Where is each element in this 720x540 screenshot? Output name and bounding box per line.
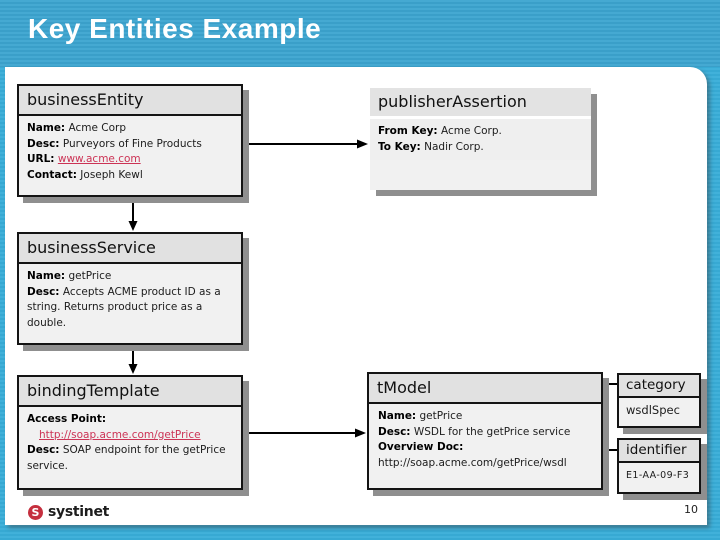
box-business-entity-title: businessEntity bbox=[19, 86, 241, 116]
field-contact: Contact: Joseph Kewl bbox=[27, 168, 143, 181]
field-overview-doc-url: http://soap.acme.com/getPrice/wsdl bbox=[378, 456, 567, 469]
field-desc: Desc: WSDL for the getPrice service bbox=[378, 425, 571, 438]
systinet-logo-icon: S bbox=[28, 504, 43, 520]
box-category-value: wsdlSpec bbox=[626, 403, 680, 417]
box-binding-template-title: bindingTemplate bbox=[19, 377, 241, 407]
arrowhead-right-icon bbox=[355, 428, 366, 438]
box-binding-template: bindingTemplate Access Point: http://soa… bbox=[17, 375, 243, 490]
box-identifier-value: E1-AA-09-F3 bbox=[626, 470, 690, 481]
box-tmodel-title: tModel bbox=[369, 374, 601, 404]
field-name: Name: getPrice bbox=[378, 410, 463, 422]
page-number: 10 bbox=[684, 503, 698, 516]
box-business-service: businessService Name: getPrice Desc: Acc… bbox=[17, 232, 243, 345]
box-publisher-assertion-title: publisherAssertion bbox=[370, 88, 591, 119]
box-identifier-title: identifier bbox=[619, 440, 699, 463]
box-category: category wsdlSpec bbox=[617, 373, 701, 428]
soap-endpoint-link[interactable]: http://soap.acme.com/getPrice bbox=[39, 428, 201, 441]
systinet-logo-text: systinet bbox=[48, 504, 110, 520]
box-category-title: category bbox=[619, 375, 699, 398]
box-business-service-body: Name: getPrice Desc: Accepts ACME produc… bbox=[19, 264, 241, 336]
field-name: Name: Acme Corp bbox=[27, 122, 127, 134]
box-publisher-assertion-body: From Key: Acme Corp. To Key: Nadir Corp. bbox=[370, 119, 591, 160]
box-business-entity-body: Name: Acme Corp Desc: Purveyors of Fine … bbox=[19, 116, 241, 188]
slide-header-band: Key Entities Example bbox=[0, 0, 720, 67]
arrowhead-down-icon bbox=[128, 364, 138, 374]
field-overview-doc-label: Overview Doc: bbox=[378, 441, 464, 453]
box-business-entity: businessEntity Name: Acme Corp Desc: Pur… bbox=[17, 84, 243, 197]
acme-url-link[interactable]: www.acme.com bbox=[57, 153, 141, 165]
systinet-logo: S systinet bbox=[28, 504, 109, 520]
field-to-key: To Key: Nadir Corp. bbox=[378, 140, 484, 153]
field-name: Name: getPrice bbox=[27, 270, 112, 282]
box-tmodel-body: Name: getPrice Desc: WSDL for the getPri… bbox=[369, 404, 601, 476]
field-url: URL: www.acme.com bbox=[27, 153, 141, 165]
box-binding-template-body: Access Point: http://soap.acme.com/getPr… bbox=[19, 407, 241, 479]
field-from-key: From Key: Acme Corp. bbox=[378, 125, 502, 137]
field-desc: Desc: Accepts ACME product ID as a strin… bbox=[27, 285, 221, 329]
field-access-point-url: http://soap.acme.com/getPrice bbox=[27, 428, 233, 444]
field-access-point-label: Access Point: bbox=[27, 413, 107, 425]
box-publisher-assertion: publisherAssertion From Key: Acme Corp. … bbox=[370, 88, 591, 190]
box-identifier: identifier E1-AA-09-F3 bbox=[617, 438, 701, 494]
page-title: Key Entities Example bbox=[28, 13, 322, 44]
box-tmodel: tModel Name: getPrice Desc: WSDL for the… bbox=[367, 372, 603, 490]
field-desc: Desc: SOAP endpoint for the getPrice ser… bbox=[27, 444, 226, 472]
field-desc: Desc: Purveyors of Fine Products bbox=[27, 137, 202, 150]
arrowhead-right-icon bbox=[357, 139, 368, 149]
arrowhead-down-icon bbox=[128, 221, 138, 231]
box-business-service-title: businessService bbox=[19, 234, 241, 264]
